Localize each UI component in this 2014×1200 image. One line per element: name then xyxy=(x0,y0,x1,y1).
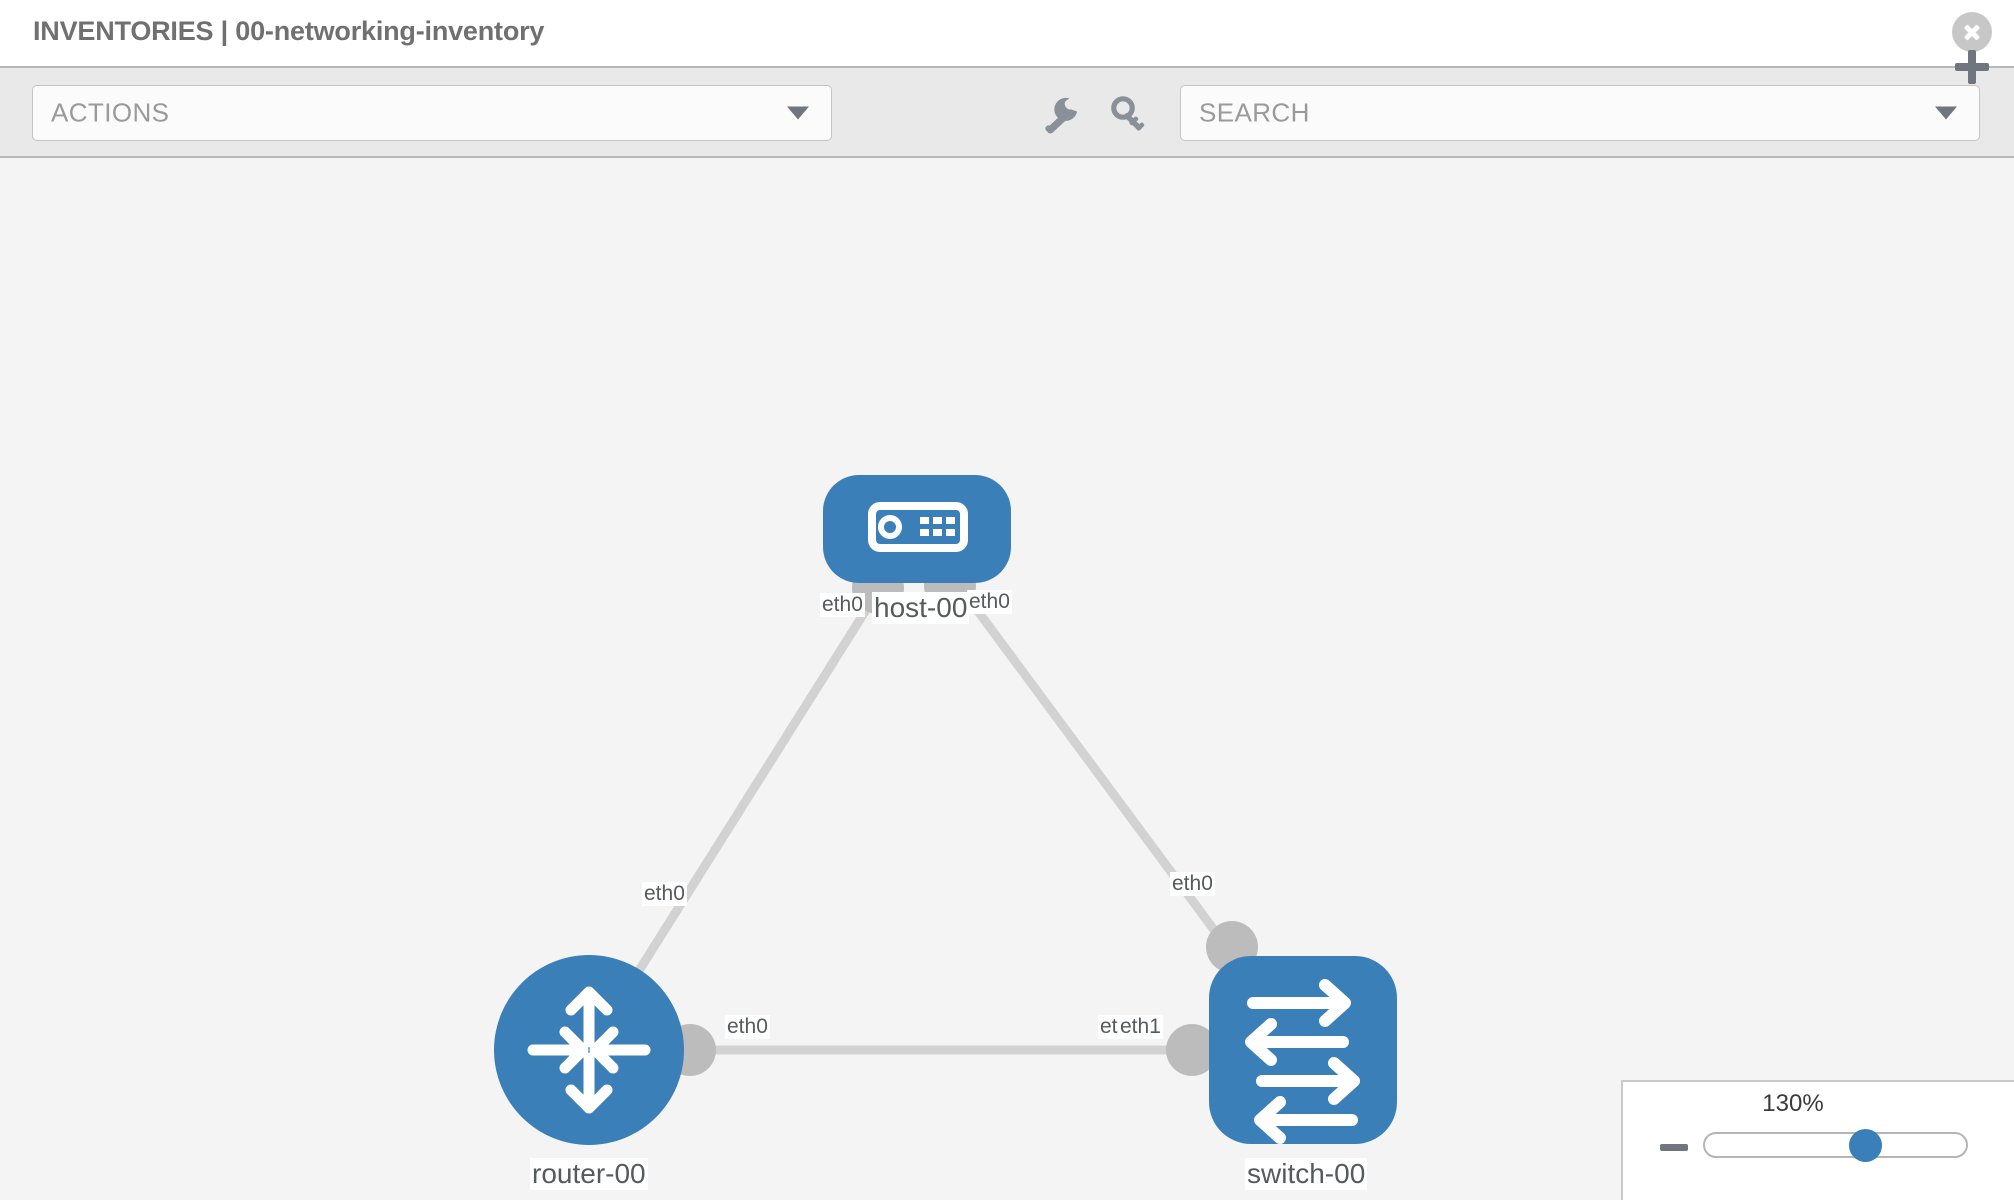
iface-label-switch-uplink: eth0 xyxy=(1170,872,1215,896)
search-input-placeholder: SEARCH xyxy=(1199,97,1310,128)
iface-label-router-eth0: eth0 xyxy=(725,1015,770,1039)
zoom-percent-label: 130% xyxy=(1762,1090,1824,1117)
topology-canvas[interactable]: eth0 eth0 eth0 eth0 eth0 eth0 eth1 host-… xyxy=(0,158,2014,1200)
zoom-control-panel: 130% xyxy=(1621,1080,2014,1200)
search-dropdown[interactable]: SEARCH xyxy=(1180,85,1980,141)
iface-label-switch-eth1: eth1 xyxy=(1118,1015,1163,1039)
page-title: INVENTORIES | 00-networking-inventory xyxy=(33,16,545,46)
four-arrows-icon xyxy=(527,986,651,1114)
actions-dropdown-value: ACTIONS xyxy=(51,97,170,128)
zoom-in-button[interactable] xyxy=(1955,50,1989,84)
node-label-host-00: host-00 xyxy=(872,592,970,624)
zoom-slider-track[interactable] xyxy=(1703,1129,1968,1162)
chevron-down-icon xyxy=(787,106,809,120)
page-header: INVENTORIES | 00-networking-inventory xyxy=(0,0,2014,68)
connector-switch-left xyxy=(1166,1024,1218,1076)
iface-label-router-uplink: eth0 xyxy=(642,882,687,906)
actions-dropdown[interactable]: ACTIONS xyxy=(32,85,832,141)
toolbar: ACTIONS SEARCH xyxy=(0,68,2014,158)
topology-connectors xyxy=(664,560,1258,1076)
server-device-icon xyxy=(868,502,968,552)
topology-graph xyxy=(494,475,1397,1145)
node-host-00 xyxy=(823,475,1011,583)
close-icon[interactable] xyxy=(1952,12,1992,52)
zoom-slider-handle[interactable] xyxy=(1848,1129,1882,1162)
iface-label-host-left: eth0 xyxy=(820,593,865,617)
node-label-switch-00: switch-00 xyxy=(1245,1158,1368,1190)
node-switch-00 xyxy=(1209,956,1397,1144)
node-label-router-00: router-00 xyxy=(530,1158,648,1190)
bidirectional-arrows-icon xyxy=(1245,979,1360,1144)
chevron-down-icon xyxy=(1935,106,1957,120)
key-icon[interactable] xyxy=(1108,93,1152,137)
node-router-00 xyxy=(494,955,684,1145)
zoom-out-button[interactable] xyxy=(1660,1144,1688,1151)
iface-label-host-right: eth0 xyxy=(967,590,1012,614)
wrench-icon[interactable] xyxy=(1040,93,1084,137)
